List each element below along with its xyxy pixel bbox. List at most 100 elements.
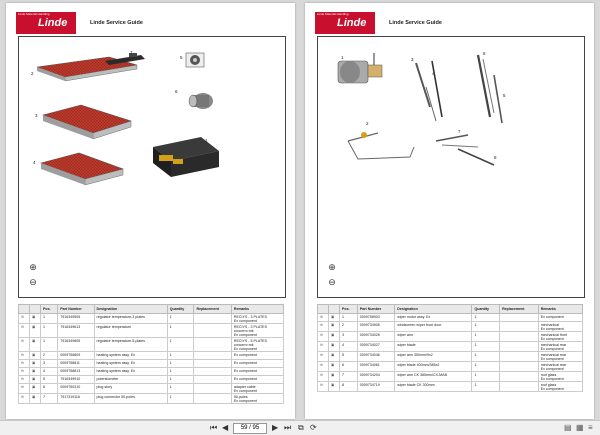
plug-connector-7 — [105, 53, 145, 65]
cart-icon[interactable]: ▣ — [29, 351, 41, 360]
cell-part-number: 0009758903 — [356, 313, 396, 322]
cart-icon[interactable]: ▣ — [328, 361, 340, 372]
cell-replacement — [499, 331, 539, 342]
email-icon[interactable]: ✉ — [317, 331, 329, 342]
label-3: 3 — [411, 57, 414, 62]
menu-icon[interactable]: ≡ — [588, 423, 593, 432]
next-page-icon[interactable]: ▶ — [272, 423, 279, 432]
col-header — [317, 304, 329, 314]
label-4: 5 — [180, 55, 183, 60]
cell-replacement — [193, 351, 232, 360]
email-icon[interactable]: ✉ — [18, 351, 30, 360]
email-icon[interactable]: ✉ — [317, 381, 329, 392]
col-header-replacement: Replacement — [499, 304, 539, 314]
first-page-icon[interactable]: ⏮ — [210, 423, 218, 432]
cart-icon[interactable]: ▣ — [328, 321, 340, 332]
cell-quantity: 1 — [166, 313, 195, 324]
fit-page-icon[interactable]: ⧉ — [298, 423, 304, 432]
cell-pos: 1 — [339, 313, 358, 322]
save-icon[interactable]: ▦ — [576, 423, 584, 432]
cart-icon[interactable]: ▣ — [29, 393, 41, 404]
zoom-in-icon[interactable]: ⊕ — [29, 262, 37, 272]
email-icon[interactable]: ✉ — [317, 341, 329, 352]
email-icon[interactable]: ✉ — [317, 351, 329, 362]
regulator-box-1 — [153, 137, 219, 177]
cell-remarks: RECIYS - 3 PLATES Ex component — [230, 313, 285, 324]
email-icon[interactable]: ✉ — [317, 371, 329, 382]
cell-replacement — [193, 359, 232, 368]
print-icon[interactable]: ▤ — [564, 423, 572, 432]
cart-icon[interactable]: ▣ — [29, 313, 41, 324]
rotate-icon[interactable]: ⟳ — [310, 423, 317, 432]
email-icon[interactable]: ✉ — [18, 359, 30, 368]
cart-icon[interactable]: ▣ — [29, 359, 41, 368]
email-icon[interactable]: ✉ — [317, 313, 329, 322]
cell-replacement — [499, 371, 539, 382]
email-icon[interactable]: ✉ — [18, 383, 30, 394]
col-header-qty: Quantity — [166, 304, 195, 314]
email-icon[interactable]: ✉ — [18, 337, 30, 352]
cart-icon[interactable]: ▣ — [328, 331, 340, 342]
cart-icon[interactable]: ▣ — [328, 351, 340, 362]
email-icon[interactable]: ✉ — [317, 321, 329, 332]
cell-designation: wiper arm — [394, 331, 473, 342]
email-icon[interactable]: ✉ — [18, 367, 30, 376]
cart-icon[interactable]: ▣ — [29, 323, 41, 338]
cell-quantity: 1 — [471, 321, 501, 332]
cell-pos: 3 — [339, 331, 358, 342]
email-icon[interactable]: ✉ — [18, 375, 30, 384]
heating-plate-4 — [39, 152, 125, 186]
zoom-out-icon[interactable]: ⊖ — [29, 277, 37, 287]
cell-pos: 1 — [39, 337, 59, 352]
cart-icon[interactable]: ▣ — [29, 375, 41, 384]
email-icon[interactable]: ✉ — [317, 361, 329, 372]
cart-icon[interactable]: ▣ — [328, 313, 340, 322]
cell-designation: wiper blade — [394, 341, 473, 352]
label-8: 8 — [494, 155, 497, 160]
cell-pos: 7 — [39, 393, 59, 404]
cart-icon[interactable]: ▣ — [328, 341, 340, 352]
cart-icon[interactable]: ▣ — [29, 383, 41, 394]
col-header — [328, 304, 340, 314]
cell-designation: wiper arm 350mm/9x2 — [394, 351, 473, 362]
cell-part-number: 7916349613 — [57, 323, 95, 338]
email-icon[interactable]: ✉ — [18, 313, 30, 324]
cell-part-number: 0009758809 — [57, 351, 95, 360]
cell-quantity: 1 — [471, 361, 501, 372]
email-icon[interactable]: ✉ — [18, 323, 30, 338]
cell-quantity: 1 — [166, 351, 195, 360]
label-1: 2 — [31, 71, 34, 76]
cell-pos: 4 — [39, 367, 59, 376]
zoom-out-icon[interactable]: ⊖ — [328, 277, 336, 287]
cart-icon[interactable]: ▣ — [29, 337, 41, 352]
cell-pos: 4 — [339, 341, 358, 352]
cell-part-number: 0009734905 — [356, 321, 396, 332]
page-indicator[interactable]: 59 / 95 — [233, 423, 267, 434]
zoom-in-icon[interactable]: ⊕ — [328, 262, 336, 272]
last-page-icon[interactable]: ⏭ — [284, 423, 292, 432]
cart-icon[interactable]: ▣ — [328, 371, 340, 382]
cart-icon[interactable]: ▣ — [29, 367, 41, 376]
prev-page-icon[interactable]: ◀ — [222, 423, 229, 432]
table-header-row: Pos. Part Number Designation Quantity Re… — [18, 304, 285, 314]
cell-designation: plug connector 50-poles — [93, 393, 168, 404]
email-icon[interactable]: ✉ — [18, 393, 30, 404]
cart-icon[interactable]: ▣ — [328, 381, 340, 392]
